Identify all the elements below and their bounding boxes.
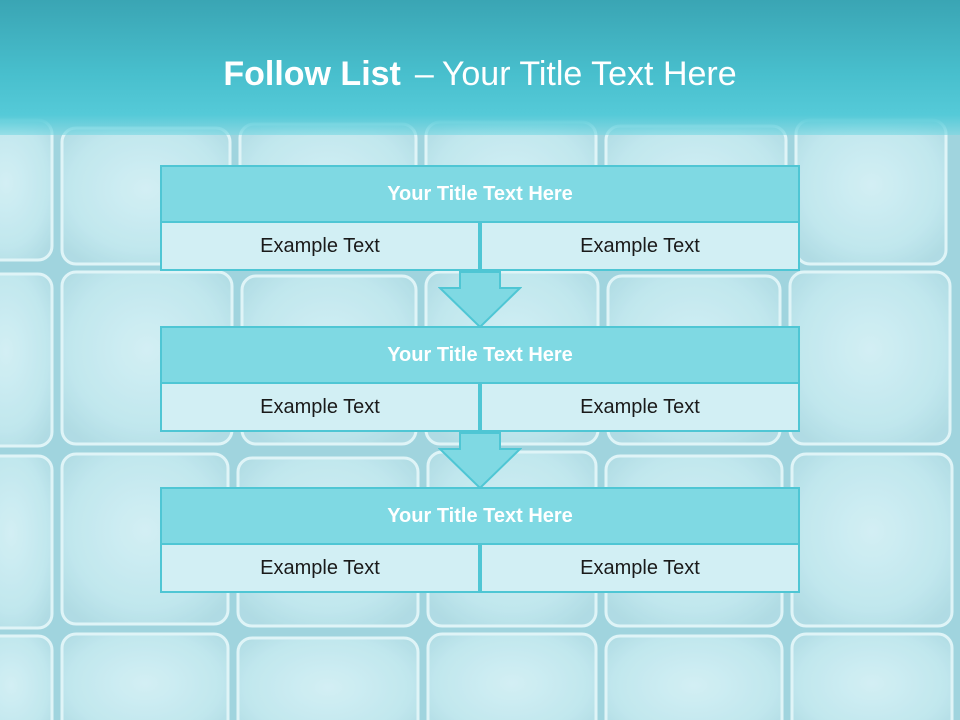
step-cell-left: Example Text <box>160 543 480 593</box>
step-box-1: Your Title Text Here Example Text Exampl… <box>160 165 800 271</box>
step-cell-right: Example Text <box>480 221 800 271</box>
step-title: Your Title Text Here <box>160 487 800 545</box>
step-cell-left: Example Text <box>160 382 480 432</box>
step-box-3: Your Title Text Here Example Text Exampl… <box>160 487 800 593</box>
title-bar <box>0 0 960 135</box>
step-cell-right: Example Text <box>480 543 800 593</box>
title-text: Your Title Text Here <box>441 55 737 93</box>
step-box-2: Your Title Text Here Example Text Exampl… <box>160 326 800 432</box>
step-title: Your Title Text Here <box>160 326 800 384</box>
step-cell-left: Example Text <box>160 221 480 271</box>
down-arrow-icon <box>438 432 522 490</box>
slide-title: Follow List–Your Title Text Here <box>0 55 960 94</box>
down-arrow-icon <box>438 271 522 329</box>
title-separator: – <box>414 55 434 93</box>
step-cell-right: Example Text <box>480 382 800 432</box>
step-title: Your Title Text Here <box>160 165 800 223</box>
title-bold: Follow List <box>223 55 401 93</box>
